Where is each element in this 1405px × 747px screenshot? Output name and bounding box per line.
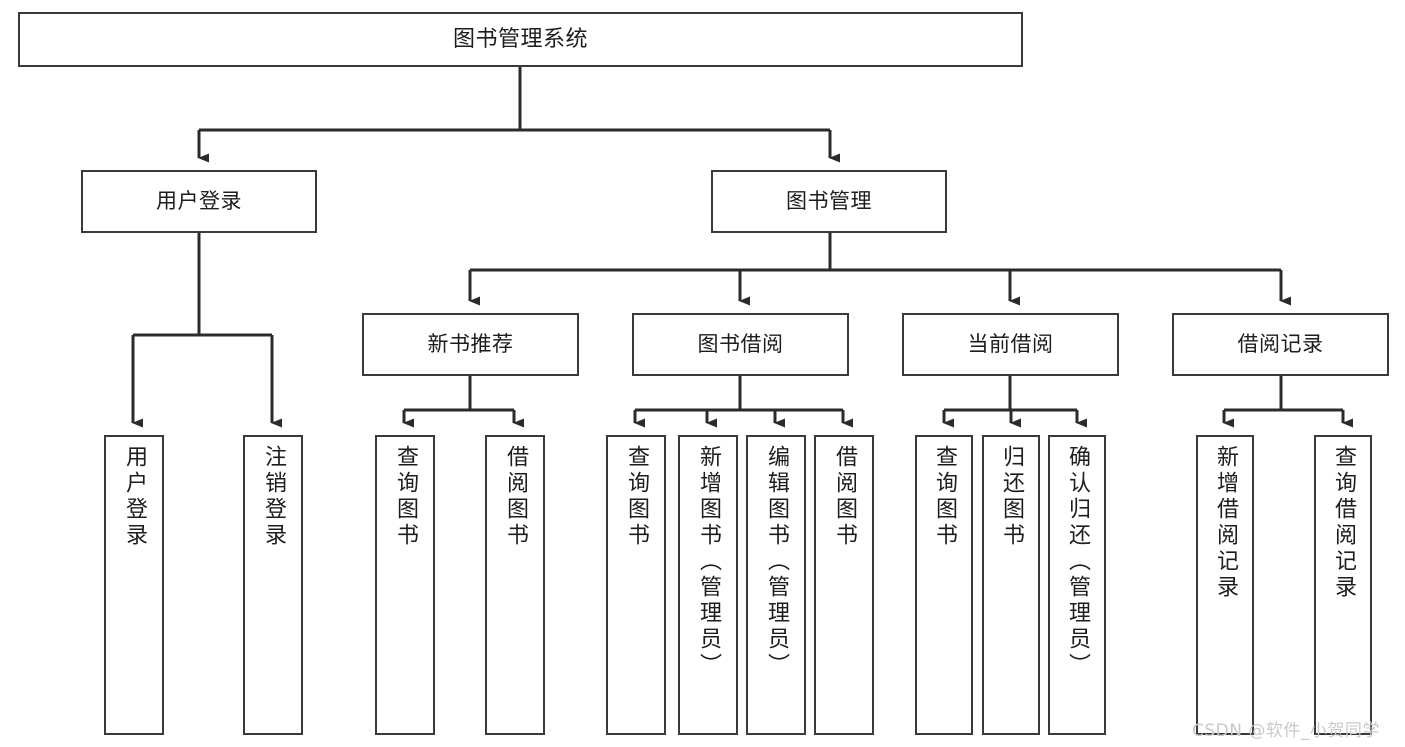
node-label: 借阅图书 bbox=[832, 445, 857, 549]
leaf-recommend-borrow-book[interactable]: 借阅图书 bbox=[485, 435, 545, 735]
node-book-management[interactable]: 图书管理 bbox=[711, 170, 947, 233]
leaf-record-query[interactable]: 查询借阅记录 bbox=[1314, 435, 1372, 735]
node-user-login[interactable]: 用户登录 bbox=[81, 170, 317, 233]
watermark: CSDN @软件_小贺同学 bbox=[1192, 721, 1380, 741]
leaf-current-query-book[interactable]: 查询图书 bbox=[915, 435, 973, 735]
node-label: 确认归还（管理员） bbox=[1065, 445, 1090, 679]
leaf-user-logout[interactable]: 注销登录 bbox=[243, 435, 303, 735]
node-label: 查询图书 bbox=[393, 445, 418, 549]
node-label: 借阅图书 bbox=[503, 445, 528, 549]
node-label: 查询图书 bbox=[932, 445, 957, 549]
node-root-system[interactable]: 图书管理系统 bbox=[18, 12, 1023, 67]
node-label: 注销登录 bbox=[261, 445, 286, 549]
node-label: 查询借阅记录 bbox=[1331, 445, 1356, 601]
node-label: 归还图书 bbox=[999, 445, 1024, 549]
node-label: 借阅记录 bbox=[1237, 332, 1324, 357]
leaf-record-add[interactable]: 新增借阅记录 bbox=[1196, 435, 1254, 735]
leaf-borrow-borrow-book[interactable]: 借阅图书 bbox=[814, 435, 874, 735]
leaf-borrow-query-book[interactable]: 查询图书 bbox=[606, 435, 666, 735]
leaf-recommend-query-book[interactable]: 查询图书 bbox=[375, 435, 435, 735]
node-current-borrow[interactable]: 当前借阅 bbox=[902, 313, 1119, 376]
node-new-book-recommend[interactable]: 新书推荐 bbox=[362, 313, 579, 376]
node-label: 用户登录 bbox=[156, 189, 242, 214]
node-book-borrow[interactable]: 图书借阅 bbox=[632, 313, 849, 376]
node-label: 新书推荐 bbox=[427, 332, 514, 357]
node-label: 图书管理系统 bbox=[452, 26, 588, 52]
leaf-borrow-edit-book[interactable]: 编辑图书（管理员） bbox=[746, 435, 806, 735]
node-label: 查询图书 bbox=[624, 445, 649, 549]
node-label: 新增借阅记录 bbox=[1213, 445, 1238, 601]
node-borrow-record[interactable]: 借阅记录 bbox=[1172, 313, 1389, 376]
leaf-user-login[interactable]: 用户登录 bbox=[104, 435, 164, 735]
node-label: 新增图书（管理员） bbox=[696, 445, 721, 679]
leaf-borrow-add-book[interactable]: 新增图书（管理员） bbox=[678, 435, 738, 735]
node-label: 当前借阅 bbox=[967, 332, 1054, 357]
node-label: 用户登录 bbox=[122, 445, 147, 549]
leaf-current-confirm-return[interactable]: 确认归还（管理员） bbox=[1048, 435, 1106, 735]
node-label: 图书借阅 bbox=[697, 332, 784, 357]
node-label: 图书管理 bbox=[786, 189, 872, 214]
leaf-current-return-book[interactable]: 归还图书 bbox=[982, 435, 1040, 735]
node-label: 编辑图书（管理员） bbox=[764, 445, 789, 679]
